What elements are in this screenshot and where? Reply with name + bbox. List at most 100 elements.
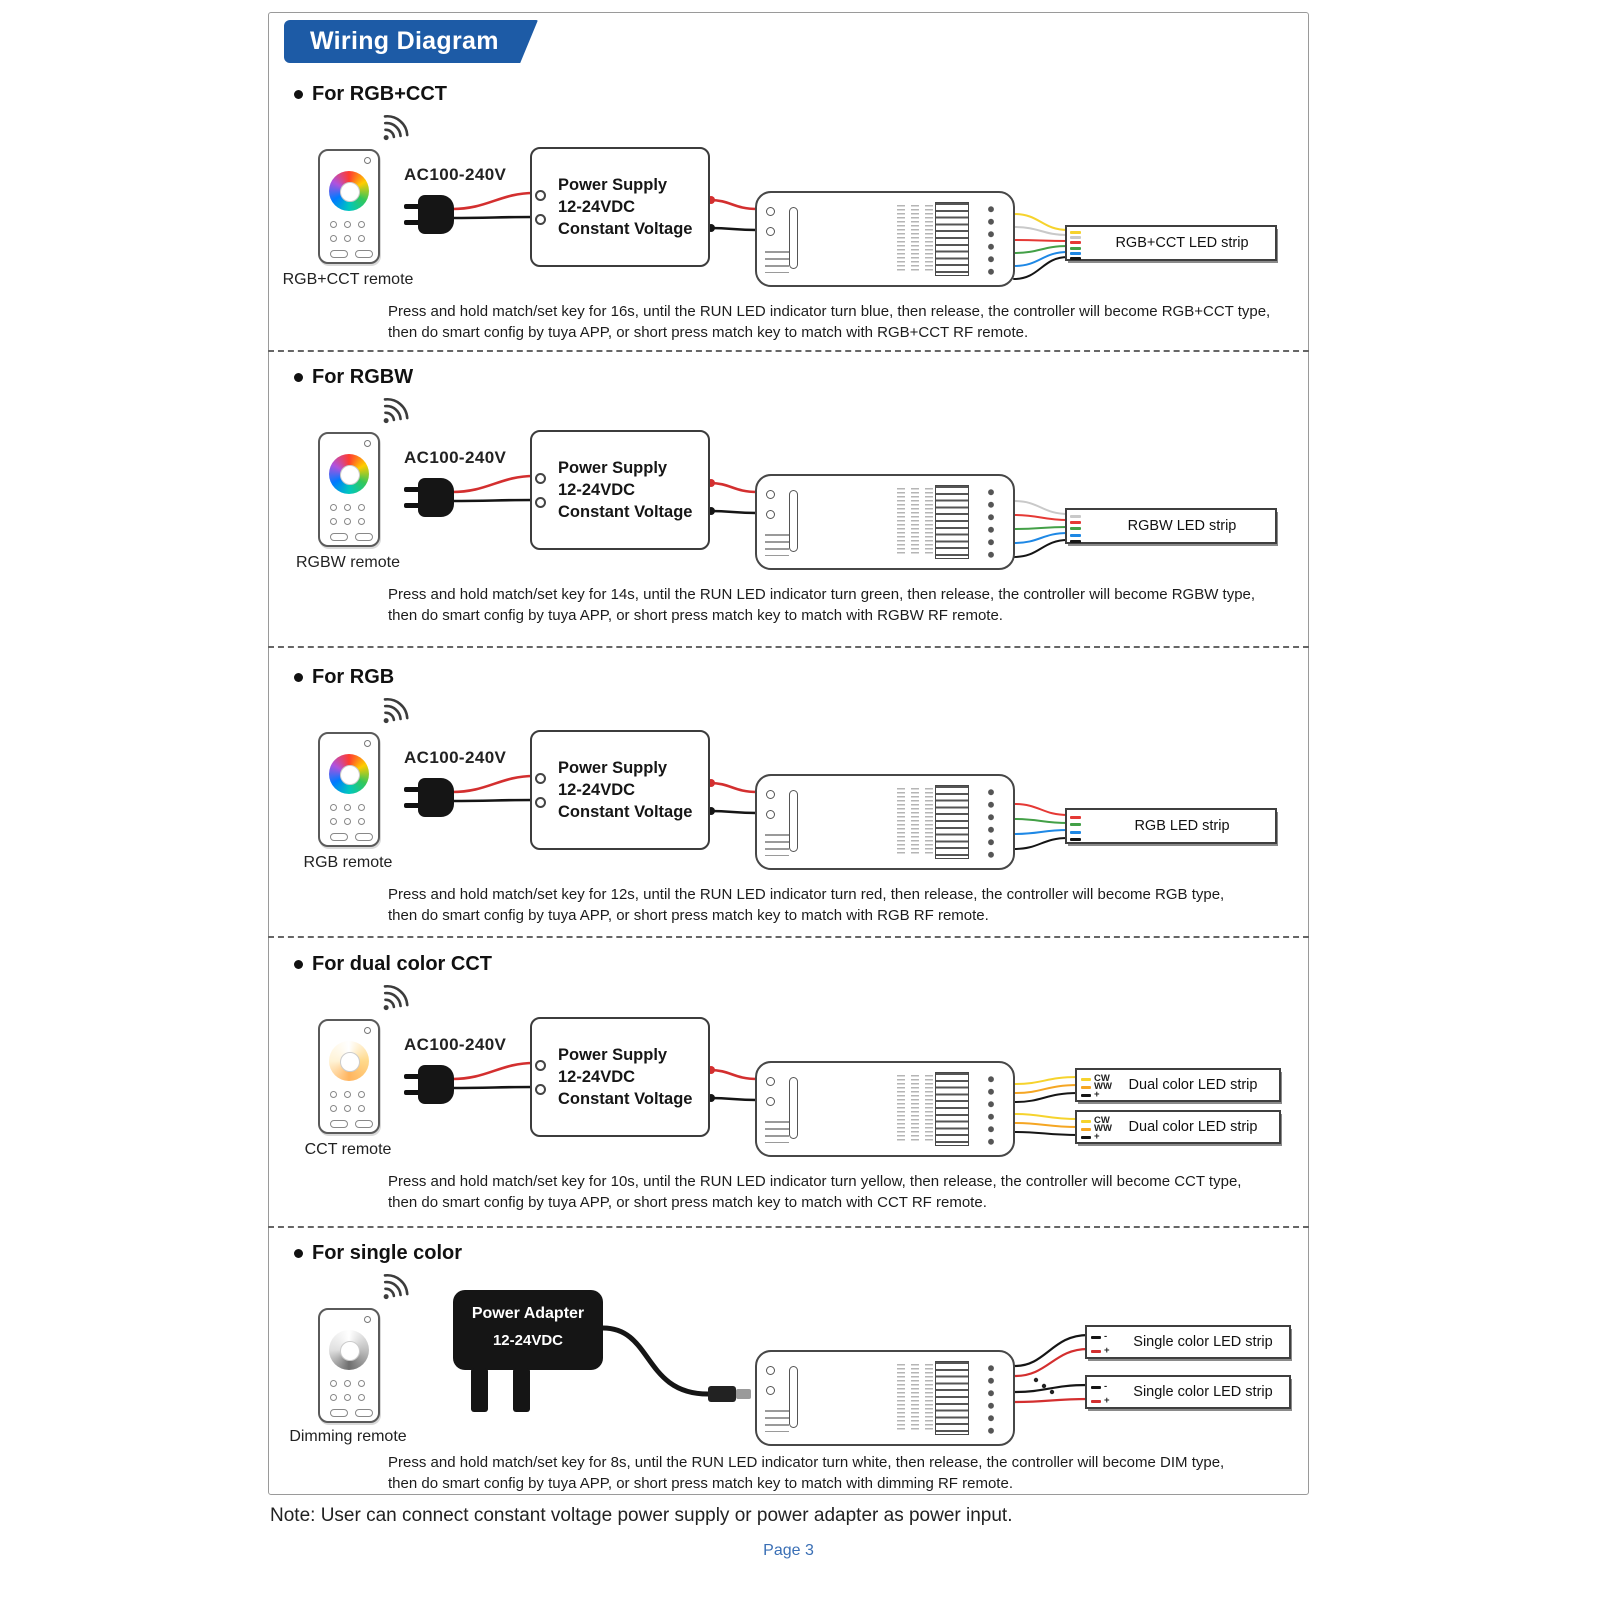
controller-input-terminal bbox=[766, 1097, 775, 1106]
wire-dc-negative bbox=[708, 226, 759, 232]
strip-terminal-tick bbox=[1081, 1119, 1091, 1123]
controller-label-text bbox=[897, 205, 905, 273]
wifi-signal-icon bbox=[383, 698, 409, 724]
remote-dimming bbox=[318, 1308, 380, 1423]
controller-label-text bbox=[925, 1075, 933, 1143]
power-supply-box: Power Supply 12-24VDC Constant Voltage bbox=[530, 430, 710, 550]
remote-button bbox=[358, 818, 365, 825]
wire-output bbox=[1013, 539, 1069, 558]
wire-dc-positive bbox=[708, 481, 759, 494]
remote-button bbox=[344, 804, 351, 811]
strip-terminal-label: + bbox=[1104, 1395, 1110, 1406]
psu-line: Power Supply bbox=[558, 759, 668, 777]
remote-label: CCT remote bbox=[304, 1141, 392, 1158]
controller-input-terminal bbox=[766, 1386, 775, 1395]
wire-output bbox=[1014, 1131, 1079, 1136]
strip-terminal-label: CW bbox=[1094, 1073, 1110, 1084]
strip-terminal-label: + bbox=[1104, 1345, 1110, 1356]
remote-button-row bbox=[330, 818, 365, 825]
controller-input-terminal bbox=[766, 227, 775, 236]
controller-screw-terminals bbox=[985, 1362, 997, 1437]
led-strip: CW WW + Dual color LED strip bbox=[1075, 1110, 1281, 1144]
remote-button bbox=[344, 221, 351, 228]
remote-button bbox=[344, 1091, 351, 1098]
description-line: then do smart config by tuya APP, or sho… bbox=[388, 907, 989, 924]
remote-button bbox=[330, 1380, 337, 1387]
dc-barrel-connector bbox=[708, 1386, 736, 1402]
title-banner: Wiring Diagram bbox=[284, 20, 538, 63]
wifi-signal-icon bbox=[383, 115, 409, 141]
remote-button-row bbox=[330, 250, 373, 258]
remote-button bbox=[344, 518, 351, 525]
wire-output bbox=[1013, 1397, 1090, 1404]
plug-prong bbox=[404, 1074, 421, 1079]
psu-line: 12-24VDC bbox=[558, 198, 636, 216]
ac-voltage-label: AC100-240V bbox=[404, 448, 507, 467]
wire-output bbox=[1014, 1122, 1079, 1128]
ac-plug bbox=[404, 778, 456, 818]
wire-output bbox=[1013, 837, 1069, 850]
power-supply-box: Power Supply 12-24VDC Constant Voltage bbox=[530, 147, 710, 267]
plug-body bbox=[418, 1065, 454, 1104]
wire-output bbox=[1013, 526, 1069, 530]
description-line: Press and hold match/set key for 12s, un… bbox=[388, 886, 1225, 903]
strip-terminal-tick bbox=[1091, 1335, 1101, 1339]
controller-slot bbox=[789, 1077, 798, 1139]
strip-terminal-row: WW bbox=[1081, 1124, 1112, 1134]
led-controller bbox=[755, 474, 1015, 570]
led-strip-label: Dual color LED strip bbox=[1128, 1119, 1258, 1135]
description-line: Press and hold match/set key for 8s, unt… bbox=[388, 1454, 1225, 1471]
remote-button-row bbox=[330, 1409, 373, 1417]
led-strip: RGBW LED strip bbox=[1065, 508, 1277, 544]
controller-fine-print bbox=[765, 251, 789, 273]
strip-terminal-row: + bbox=[1091, 1396, 1110, 1406]
psu-terminal bbox=[535, 214, 546, 225]
wifi-signal-icon bbox=[383, 985, 409, 1011]
controller-input-terminal bbox=[766, 490, 775, 499]
remote-label: RGB remote bbox=[303, 854, 393, 871]
page-number: Page 3 bbox=[763, 1542, 814, 1559]
led-controller bbox=[755, 191, 1015, 287]
bullet-icon bbox=[294, 372, 303, 382]
wire-output bbox=[1013, 239, 1069, 242]
bullet-icon bbox=[294, 672, 303, 682]
controller-input-terminal bbox=[766, 510, 775, 519]
remote-power-button bbox=[364, 440, 371, 447]
remote-button bbox=[344, 1380, 351, 1387]
plug-body bbox=[418, 778, 454, 817]
adapter-voltage: 12-24VDC bbox=[492, 1332, 564, 1349]
psu-terminal bbox=[535, 1084, 546, 1095]
controller-terminal-block bbox=[935, 202, 969, 276]
remote-power-button bbox=[364, 1027, 371, 1034]
wire-output bbox=[1013, 514, 1069, 521]
description-line: then do smart config by tuya APP, or sho… bbox=[388, 607, 1003, 624]
strip-terminal-label: + bbox=[1094, 1131, 1100, 1142]
plug-body bbox=[418, 195, 454, 234]
wire-dc-positive bbox=[708, 1068, 759, 1081]
remote-power-button bbox=[364, 740, 371, 747]
remote-button-row bbox=[330, 1120, 373, 1128]
section-description: Press and hold match/set key for 12s, un… bbox=[388, 884, 1323, 926]
remote-button bbox=[358, 221, 365, 228]
psu-line: Power Supply bbox=[558, 1046, 668, 1064]
wire-output bbox=[1013, 829, 1069, 835]
strip-terminal-label: - bbox=[1104, 1331, 1108, 1342]
description-line: then do smart config by tuya APP, or sho… bbox=[388, 1475, 1013, 1492]
remote-button-row bbox=[330, 533, 373, 541]
remote-button-row bbox=[330, 221, 365, 228]
description-line: Press and hold match/set key for 16s, un… bbox=[388, 303, 1271, 320]
psu-text: Power Supply 12-24VDC Constant Voltage bbox=[558, 1044, 692, 1110]
remote-button-row bbox=[330, 504, 365, 511]
controller-label-text bbox=[925, 488, 933, 556]
strip-terminal-tick bbox=[1081, 1077, 1091, 1081]
wire-output bbox=[1013, 500, 1069, 515]
section-heading: For RGB bbox=[294, 665, 394, 689]
remote-button bbox=[358, 1091, 365, 1098]
led-strip-label: RGBW LED strip bbox=[1127, 518, 1237, 534]
controller-fine-print bbox=[765, 1121, 789, 1143]
strip-terminal-row: + bbox=[1081, 1132, 1100, 1142]
psu-terminal bbox=[535, 473, 546, 484]
strip-terminal-row: - bbox=[1091, 1382, 1107, 1392]
remote-button bbox=[358, 1394, 365, 1401]
